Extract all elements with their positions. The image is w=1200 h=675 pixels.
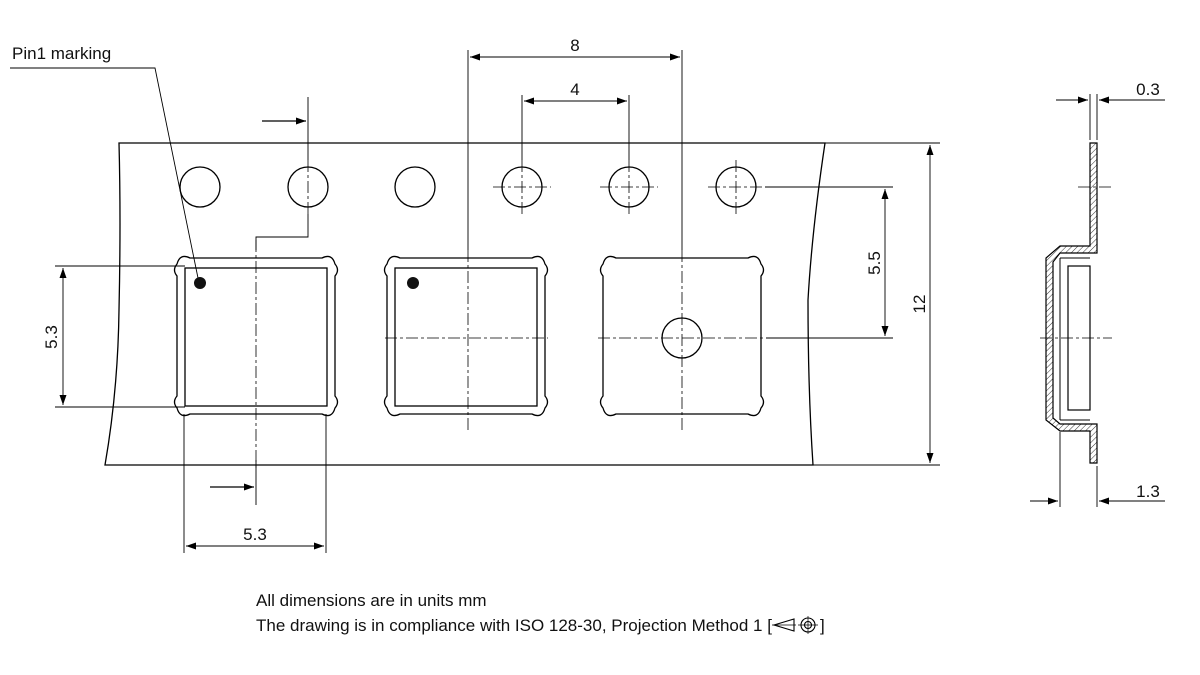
units-note: All dimensions are in units mm [256, 591, 487, 610]
pocket-2 [383, 255, 549, 417]
dim-pocket-offset [765, 186, 893, 339]
dim-pocket-depth [1030, 432, 1165, 507]
dim-pitch-label: 8 [570, 36, 579, 55]
section-line [255, 97, 309, 505]
pocket-center-lines [255, 240, 766, 470]
dim-pocket-height-label: 5.3 [42, 325, 61, 349]
dim-sprocket-pitch-label: 4 [570, 80, 579, 99]
pin1-leader [10, 67, 199, 279]
dim-pocket-depth-label: 1.3 [1136, 482, 1160, 501]
dim-tape-thickness [1056, 94, 1165, 140]
compliance-note: The drawing is in compliance with ISO 12… [256, 613, 825, 638]
pin1-dot [194, 277, 206, 289]
dim-tape-width [813, 142, 940, 466]
dim-pocket-width [183, 414, 327, 553]
dim-tape-thickness-label: 0.3 [1136, 80, 1160, 99]
first-angle-projection-icon [771, 616, 818, 634]
notes: All dimensions are in units mm The drawi… [256, 588, 825, 638]
pin1-dot-2 [407, 277, 419, 289]
dim-tape-width-label: 12 [910, 295, 929, 314]
hole-center-lines [307, 160, 765, 214]
dim-sprocket-pitch [521, 95, 630, 160]
side-section-view [1040, 142, 1112, 464]
dim-pocket-width-label: 5.3 [243, 525, 267, 544]
compliance-prefix: The drawing is in compliance with ISO 12… [256, 616, 772, 635]
dim-pocket-offset-label: 5.5 [865, 251, 884, 275]
compliance-suffix: ] [819, 616, 825, 635]
dim-pocket-height [55, 265, 185, 408]
pin1-label: Pin1 marking [12, 44, 111, 63]
dim-pitch [467, 50, 683, 250]
